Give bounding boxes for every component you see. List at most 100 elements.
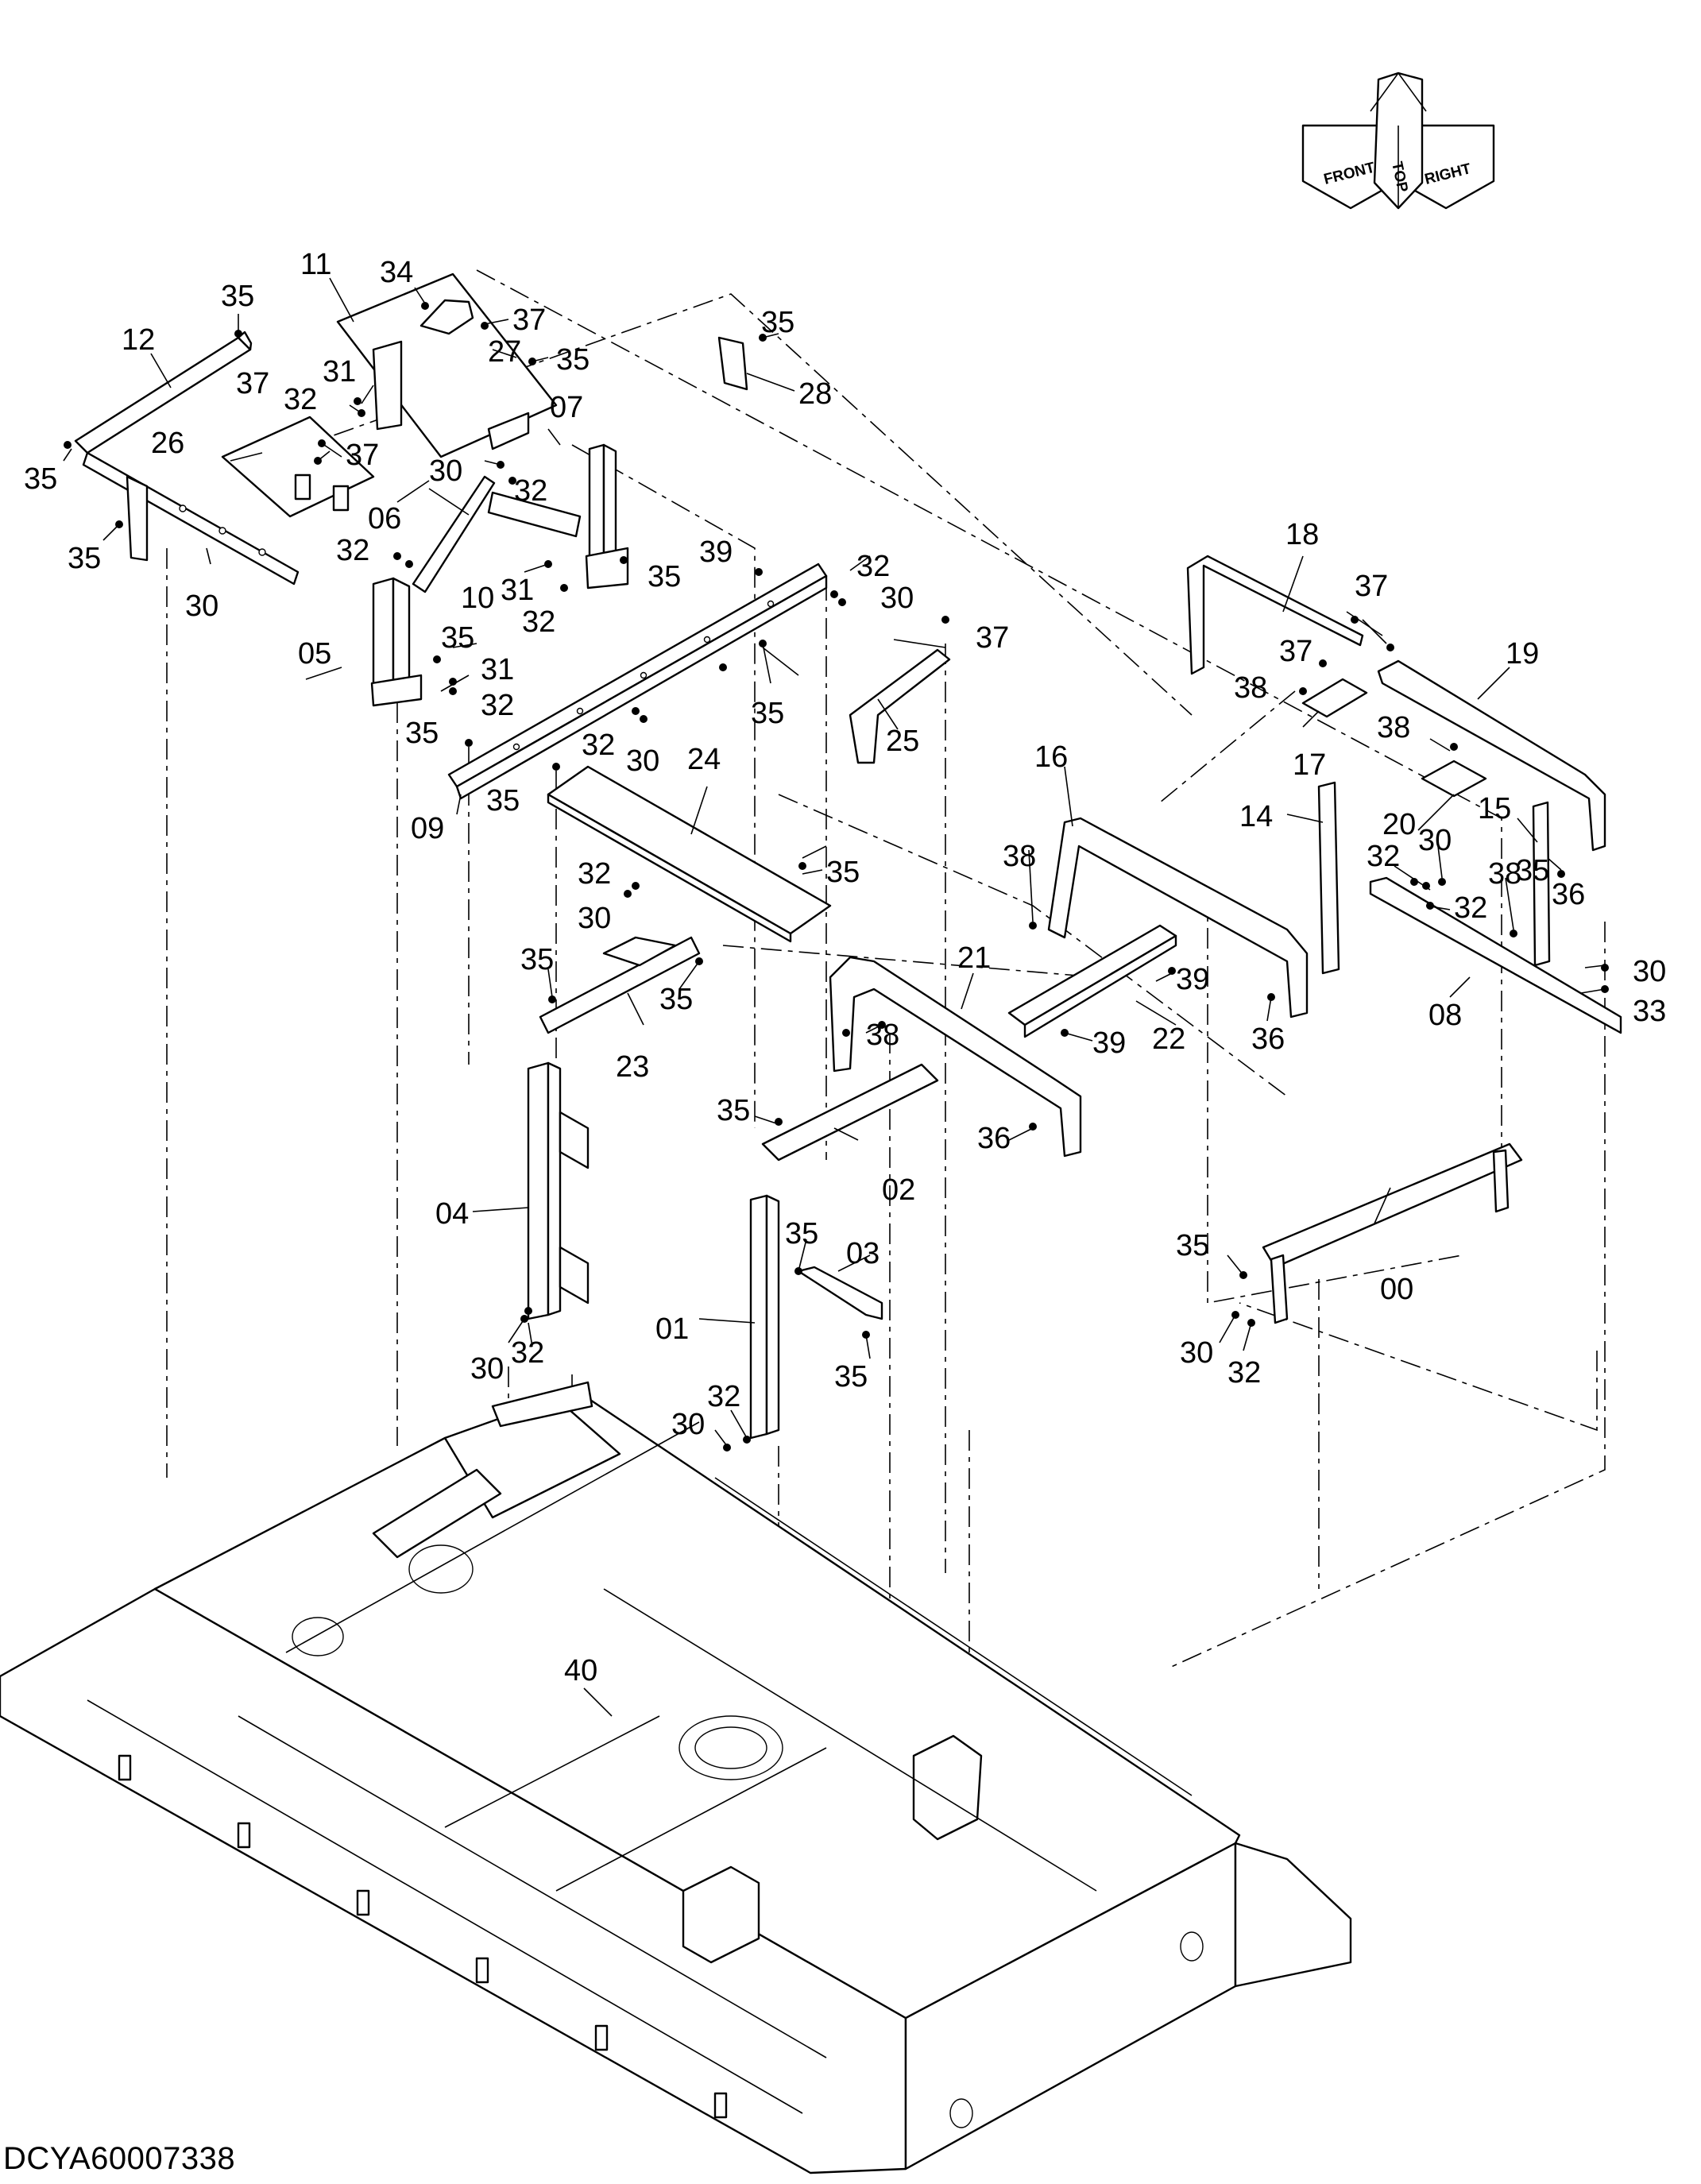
part-28-bracket [717, 336, 748, 391]
callout-20: 20 [1382, 808, 1416, 841]
callout-31: 31 [481, 653, 514, 686]
callout-07: 07 [550, 391, 583, 424]
callout-24: 24 [687, 743, 721, 776]
callout-30: 30 [1633, 955, 1666, 988]
callout-30: 30 [429, 454, 462, 488]
callout-32: 32 [1454, 891, 1487, 925]
main-base-frame [0, 1381, 1352, 2174]
part-24-plate [547, 765, 832, 943]
callout-31: 31 [323, 355, 356, 388]
callout-37: 37 [976, 621, 1009, 655]
callout-08: 08 [1428, 999, 1462, 1032]
callout-31: 31 [501, 574, 534, 607]
callout-37: 37 [1279, 635, 1312, 668]
callout-35: 35 [68, 542, 101, 575]
callout-35: 35 [717, 1094, 750, 1127]
callout-10: 10 [461, 582, 494, 615]
callout-38: 38 [1377, 711, 1410, 744]
callout-30: 30 [671, 1408, 705, 1441]
callout-35: 35 [441, 621, 474, 655]
callout-36: 36 [1552, 878, 1585, 911]
callout-02: 02 [882, 1173, 915, 1207]
part-05-post [370, 577, 423, 707]
callout-19: 19 [1506, 637, 1539, 671]
callout-30: 30 [880, 582, 914, 615]
callout-32: 32 [511, 1336, 544, 1370]
callout-37: 37 [512, 303, 546, 337]
callout-14: 14 [1239, 800, 1273, 833]
callout-09: 09 [411, 812, 444, 845]
callout-16: 16 [1034, 740, 1068, 774]
part-16-frame [1047, 817, 1309, 1019]
callout-38: 38 [1488, 857, 1521, 891]
part-03-bracket [797, 1266, 883, 1320]
callout-30: 06 [368, 502, 401, 535]
fastener-dots [64, 302, 1609, 1451]
callout-39: 39 [699, 535, 733, 569]
callout-35: 35 [751, 697, 784, 730]
callout-35: 35 [556, 343, 590, 377]
callout-37: 37 [236, 367, 269, 400]
callout-17: 17 [1293, 748, 1326, 782]
part-19-frame [1377, 659, 1606, 852]
callout-36: 36 [1251, 1022, 1285, 1056]
callout-32: 32 [582, 729, 615, 762]
part-12-bracket [74, 330, 253, 454]
callout-35: 35 [761, 306, 794, 339]
part-17-bracket [1301, 678, 1368, 718]
callout-35: 35 [221, 280, 254, 313]
callout-33: 33 [1633, 995, 1666, 1028]
callout-21: 21 [957, 941, 991, 975]
callout-26: 26 [151, 427, 184, 460]
callout-30: 30 [626, 744, 659, 778]
part-09-beam [447, 562, 828, 800]
callout-23: 23 [616, 1050, 649, 1084]
callout-30: 30 [1180, 1336, 1213, 1370]
callout-35: 35 [826, 856, 860, 889]
part-23-rail [539, 936, 701, 1034]
callout-37: 37 [1355, 570, 1388, 603]
callout-32: 32 [336, 534, 369, 567]
part-07-post [585, 443, 629, 589]
callout-01: 01 [655, 1312, 689, 1346]
callout-35: 35 [405, 717, 439, 750]
callout-35: 35 [520, 943, 554, 976]
callout-39: 39 [1176, 963, 1209, 996]
callout-06: 30 [185, 589, 218, 623]
part-02-rail [761, 1063, 939, 1162]
part-22-beam [1007, 924, 1177, 1038]
callout-12: 12 [122, 323, 155, 357]
callout-30: 30 [470, 1352, 504, 1386]
part-06-bracket [82, 451, 300, 586]
part-21-frame [829, 956, 1082, 1158]
part-01-post [749, 1194, 780, 1440]
callout-22: 22 [1152, 1022, 1185, 1056]
callout-35: 35 [1516, 854, 1549, 887]
callout-39: 39 [1092, 1026, 1126, 1060]
part-26-plate [221, 416, 375, 518]
part-00-frame [1262, 1142, 1523, 1324]
callout-05: 05 [298, 637, 331, 671]
part-15-post [1532, 801, 1551, 967]
callout-32: 32 [1227, 1356, 1261, 1390]
callout-11: 11 [300, 248, 331, 281]
callout-35: 35 [486, 784, 520, 818]
callout-03: 03 [846, 1237, 879, 1270]
orientation-compass: FRONT TOP RIGHT [1301, 72, 1495, 210]
callout-00: 00 [1380, 1273, 1413, 1306]
part-25-bracket [849, 648, 951, 764]
callout-38: 38 [1003, 840, 1036, 873]
callout-32: 32 [1367, 840, 1400, 873]
part-04-post [527, 1061, 590, 1320]
callout-labels: 12 35 11 34 37 27 35 35 28 37 31 32 26 3… [24, 248, 1666, 1687]
callout-32: 32 [578, 857, 611, 891]
callout-32: 32 [856, 550, 890, 583]
part-20-bracket [1421, 760, 1487, 798]
callout-32: 32 [707, 1380, 740, 1413]
part-08-beam [1369, 876, 1622, 1034]
part-14-post [1317, 781, 1340, 975]
callout-27: 27 [488, 335, 521, 369]
callout-32: 32 [514, 474, 547, 508]
document-id: DCYA60007338 [3, 2141, 236, 2176]
